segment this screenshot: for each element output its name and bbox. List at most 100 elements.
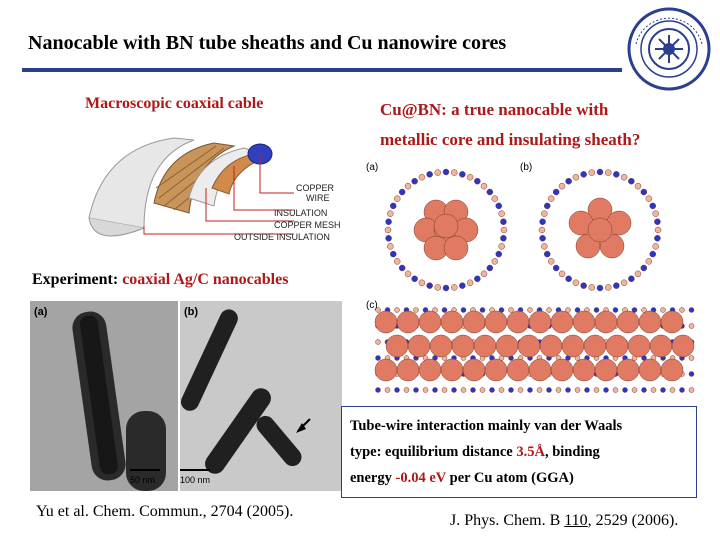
- bn-atom: [500, 226, 508, 234]
- cu-atom: [443, 235, 469, 261]
- cu-atom: [605, 334, 629, 358]
- right-reference: J. Phys. Chem. B 110, 2529 (2006).: [450, 512, 679, 529]
- bn-atom: [660, 387, 666, 393]
- bn-atom: [546, 307, 552, 313]
- cu-atom: [418, 310, 442, 334]
- bn-atom: [375, 339, 381, 345]
- bn-atom: [434, 284, 441, 291]
- bn-atom: [605, 169, 612, 176]
- cu-atom: [440, 358, 464, 382]
- bn-atom: [631, 307, 638, 313]
- bn-atom: [547, 195, 555, 202]
- bn-atom: [580, 171, 587, 178]
- bn-atom: [451, 169, 458, 176]
- bn-atom: [418, 173, 426, 181]
- label-outside-insulation: OUTSIDE INSULATION: [234, 232, 330, 242]
- bn-atom: [572, 173, 580, 181]
- bn-atom: [404, 270, 412, 278]
- bn-atom: [547, 258, 555, 265]
- cu-atom: [374, 310, 398, 334]
- bn-atom: [491, 195, 499, 202]
- bn-atom: [460, 387, 467, 393]
- label-copper-mesh: COPPER MESH: [274, 220, 341, 230]
- bn-atom: [527, 307, 533, 313]
- cu-atom: [528, 310, 552, 334]
- bn-atom: [688, 323, 695, 329]
- cu-atom: [561, 334, 585, 358]
- cu-atom: [484, 310, 508, 334]
- bn-atom: [498, 210, 505, 217]
- bn-atom: [652, 243, 659, 250]
- bn-atom: [588, 284, 595, 291]
- bn-atom: [603, 387, 609, 393]
- bn-atom: [422, 387, 429, 393]
- cross-section-a: [384, 168, 508, 292]
- bn-atom: [628, 177, 635, 185]
- bn-atom: [404, 182, 412, 190]
- cu-atom: [385, 334, 409, 358]
- bn-atom: [517, 387, 524, 393]
- experiment-heading: Experiment: coaxial Ag/C nanocables: [32, 271, 288, 289]
- bn-atom: [441, 307, 448, 313]
- equilibrium-distance: 3.5Å: [516, 444, 545, 460]
- bn-atom: [500, 218, 507, 225]
- bn-atom: [645, 258, 653, 265]
- bn-atom: [593, 307, 600, 313]
- bn-atom: [536, 387, 543, 393]
- cu-atom: [594, 358, 618, 382]
- bn-atom: [474, 177, 481, 185]
- title-underline: [22, 68, 622, 72]
- bn-atom: [394, 307, 400, 313]
- bn-atom: [413, 307, 419, 313]
- cu-atom: [462, 358, 486, 382]
- cu-atom: [638, 310, 662, 334]
- coaxial-cable-illustration: COPPER WIRE INSULATION COPPER MESH OUTSI…: [88, 137, 341, 242]
- bn-atom: [679, 387, 685, 393]
- bn-atom: [541, 243, 548, 250]
- cu-atom: [539, 334, 563, 358]
- mol-label-c: (c): [366, 300, 378, 311]
- bn-atom: [565, 387, 571, 393]
- bn-atom: [574, 307, 581, 313]
- bn-atom: [375, 387, 381, 393]
- bn-atom: [640, 264, 648, 272]
- tem-label-a: (a): [34, 306, 48, 318]
- cu-atom: [550, 310, 574, 334]
- bn-atom: [495, 250, 503, 258]
- bn-atom: [552, 188, 560, 196]
- cu-atom: [587, 217, 613, 243]
- bn-atom: [489, 387, 495, 393]
- bn-atom: [466, 279, 474, 287]
- bn-atom: [543, 250, 551, 258]
- bn-atom: [543, 202, 551, 210]
- bn-atom: [459, 171, 466, 178]
- bn-atom: [654, 218, 661, 225]
- page-title: Nanocable with BN tube sheaths and Cu na…: [28, 32, 507, 54]
- tem-micrographs: (a) (b) 50 nm 100 nm: [30, 301, 342, 491]
- bn-atom: [480, 270, 488, 278]
- bn-atom: [434, 169, 441, 176]
- left-reference: Yu et al. Chem. Commun., 2704 (2005).: [36, 503, 294, 520]
- bn-atom: [442, 284, 450, 292]
- bn-atom: [451, 284, 458, 291]
- bn-atom: [539, 235, 546, 242]
- bn-atom: [584, 387, 590, 393]
- label-copper: COPPER: [296, 183, 335, 193]
- interaction-info-box: Tube-wire interaction mainly van der Waa…: [341, 406, 697, 498]
- cu-atom: [495, 334, 519, 358]
- info-line3: energy -0.04 eV per Cu atom (GGA): [350, 470, 574, 486]
- bn-atom: [480, 182, 488, 190]
- bn-atom: [411, 177, 418, 185]
- bn-atom: [565, 177, 572, 185]
- cu-atom: [660, 310, 684, 334]
- bn-atom: [441, 387, 448, 393]
- cu-atom: [638, 358, 662, 382]
- bn-atom: [459, 282, 466, 289]
- bn-atom: [679, 307, 685, 313]
- bn-atom: [384, 226, 392, 234]
- bn-atom: [613, 171, 620, 178]
- bn-atom: [558, 270, 566, 278]
- bn-atom: [398, 188, 406, 196]
- bn-atom: [508, 387, 514, 393]
- bn-atom: [479, 307, 486, 313]
